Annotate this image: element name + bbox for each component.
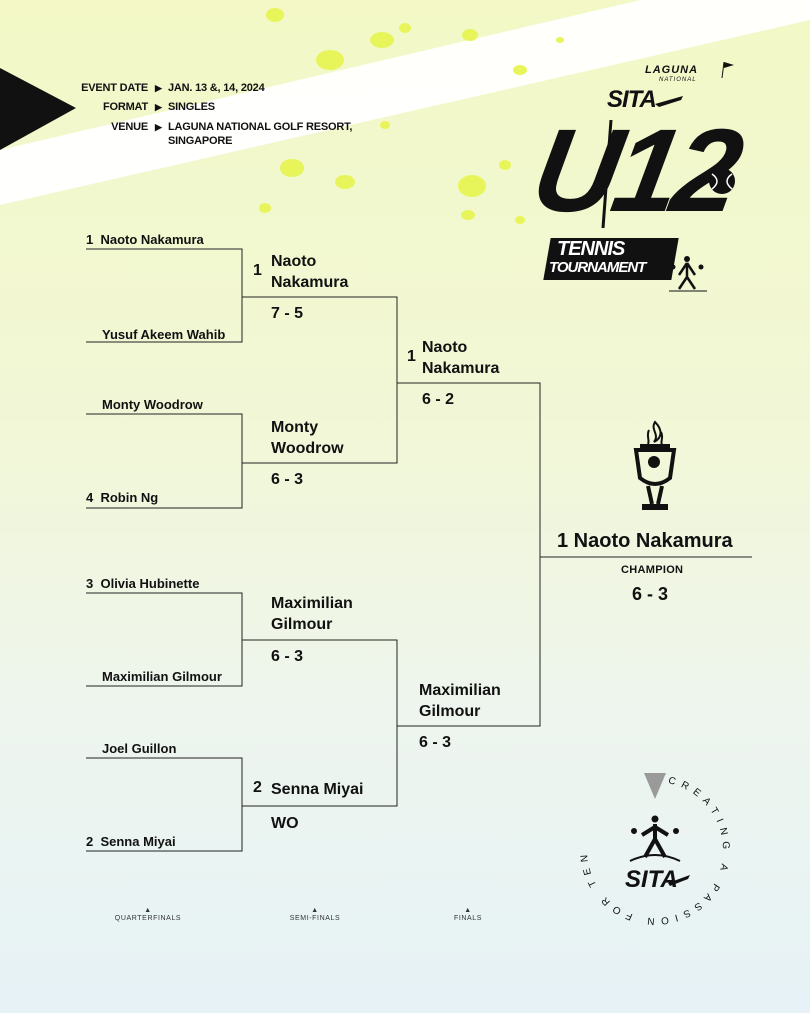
triangle-up-icon: ▲ [311,907,319,914]
players-icon [629,815,681,862]
format-label: FORMAT [102,101,148,113]
event-date-value: JAN. 13 &, 14, 2024 [168,82,265,94]
name-line: Maximilian [419,682,501,699]
sf-player-2: Monty Woodrow [271,417,344,459]
round-label-semifinals: ▲ SEMI-FINALS [255,907,375,922]
national-wordmark: NATIONAL [659,77,697,83]
flag-icon [721,61,734,79]
name-line: Naoto [271,253,317,270]
sf-score-4: WO [271,815,299,832]
trophy-icon [633,420,677,510]
round-label-quarterfinals: ▲ QUARTERFINALS [88,907,208,922]
triangle-up-icon: ▲ [464,907,472,914]
sf-seed-1: 1 [253,262,262,279]
champion-name: 1 Naoto Nakamura [557,530,733,552]
arrow-right-icon: ▶ [155,83,162,93]
name-line: Nakamura [422,360,500,377]
sita-wordmark: SITA [625,866,678,893]
sf-player-4: Senna Miyai [271,781,364,798]
sf-score-3: 6 - 3 [271,648,304,665]
qf-player-3: Monty Woodrow [102,397,203,412]
champion-label: CHAMPION [621,564,684,576]
final-player-1: Naoto Nakamura [422,337,499,379]
sita-wordmark: SITA [607,86,657,113]
qf-player-5: 3 Olivia Hubinette [86,576,199,591]
final-seed-1: 1 [407,348,416,365]
player-name: Olivia Hubinette [100,576,200,591]
final-player-2: Maximilian Gilmour [419,680,501,722]
round-label-text: QUARTERFINALS [114,915,182,922]
paint-splatter [259,8,564,224]
champion-score: 6 - 3 [632,584,669,604]
creating-passion-badge: CREATING A PASSION FOR TENNIS SITA [570,765,725,926]
qf-player-8: 2 Senna Miyai [86,834,176,849]
player-name: Naoto Nakamura [100,232,204,247]
seed-number: 2 [86,834,94,849]
divider-slash [601,120,613,229]
tennis-ball-icon [709,168,735,194]
qf-player-7: Joel Guillon [102,741,177,756]
name-line: Gilmour [419,703,481,720]
arrow-right-icon: ▶ [155,122,162,132]
players-icon [669,256,707,292]
name-line: Gilmour [271,616,333,633]
player-name: Robin Ng [100,490,159,505]
event-date-label: EVENT DATE [81,82,148,94]
play-triangle-decoration [0,68,76,150]
sf-player-3: Maximilian Gilmour [271,593,353,635]
seed-number: 3 [86,576,94,591]
name-line: Monty [271,419,319,436]
venue-label: VENUE [111,121,148,133]
name-line: Naoto [422,339,468,356]
final-score-2: 6 - 3 [419,734,452,751]
bracket-lines [86,248,752,852]
sita-swoosh [668,875,690,886]
sf-player-1: Naoto Nakamura [271,251,348,293]
round-label-text: FINALS [453,915,483,922]
triangle-up-icon: ▲ [144,907,152,914]
venue-value: LAGUNA NATIONAL GOLF RESORT, [168,121,353,133]
final-score-1: 6 - 2 [422,391,455,408]
name-line: Nakamura [271,274,349,291]
seed-number: 4 [86,490,94,505]
laguna-wordmark: LAGUNA [645,64,699,76]
sf-score-2: 6 - 3 [271,471,304,488]
round-label-text: SEMI-FINALS [289,915,341,922]
tournament-word: TOURNAMENT [549,259,646,276]
qf-player-2: Yusuf Akeem Wahib [102,327,226,342]
qf-player-4: 4 Robin Ng [86,490,158,505]
name-line: Woodrow [271,440,344,457]
seed-number: 1 [86,232,94,247]
tennis-word: TENNIS [557,238,625,260]
triangle-down-icon [644,773,666,799]
tournament-logo: LAGUNA NATIONAL SITA U 12 TENNIS TOURNAM… [523,60,765,300]
round-label-finals: ▲ FINALS [408,907,528,922]
sf-score-1: 7 - 5 [271,305,304,322]
venue-value-line2: SINGAPORE [168,135,233,147]
sf-seed-4: 2 [253,779,262,796]
qf-player-6: Maximilian Gilmour [102,669,222,684]
name-line: Maximilian [271,595,353,612]
arrow-right-icon: ▶ [155,102,162,112]
player-name: Senna Miyai [100,834,176,849]
qf-player-1: 1 Naoto Nakamura [86,232,204,247]
format-value: SINGLES [168,101,215,113]
sita-swoosh [655,96,683,107]
